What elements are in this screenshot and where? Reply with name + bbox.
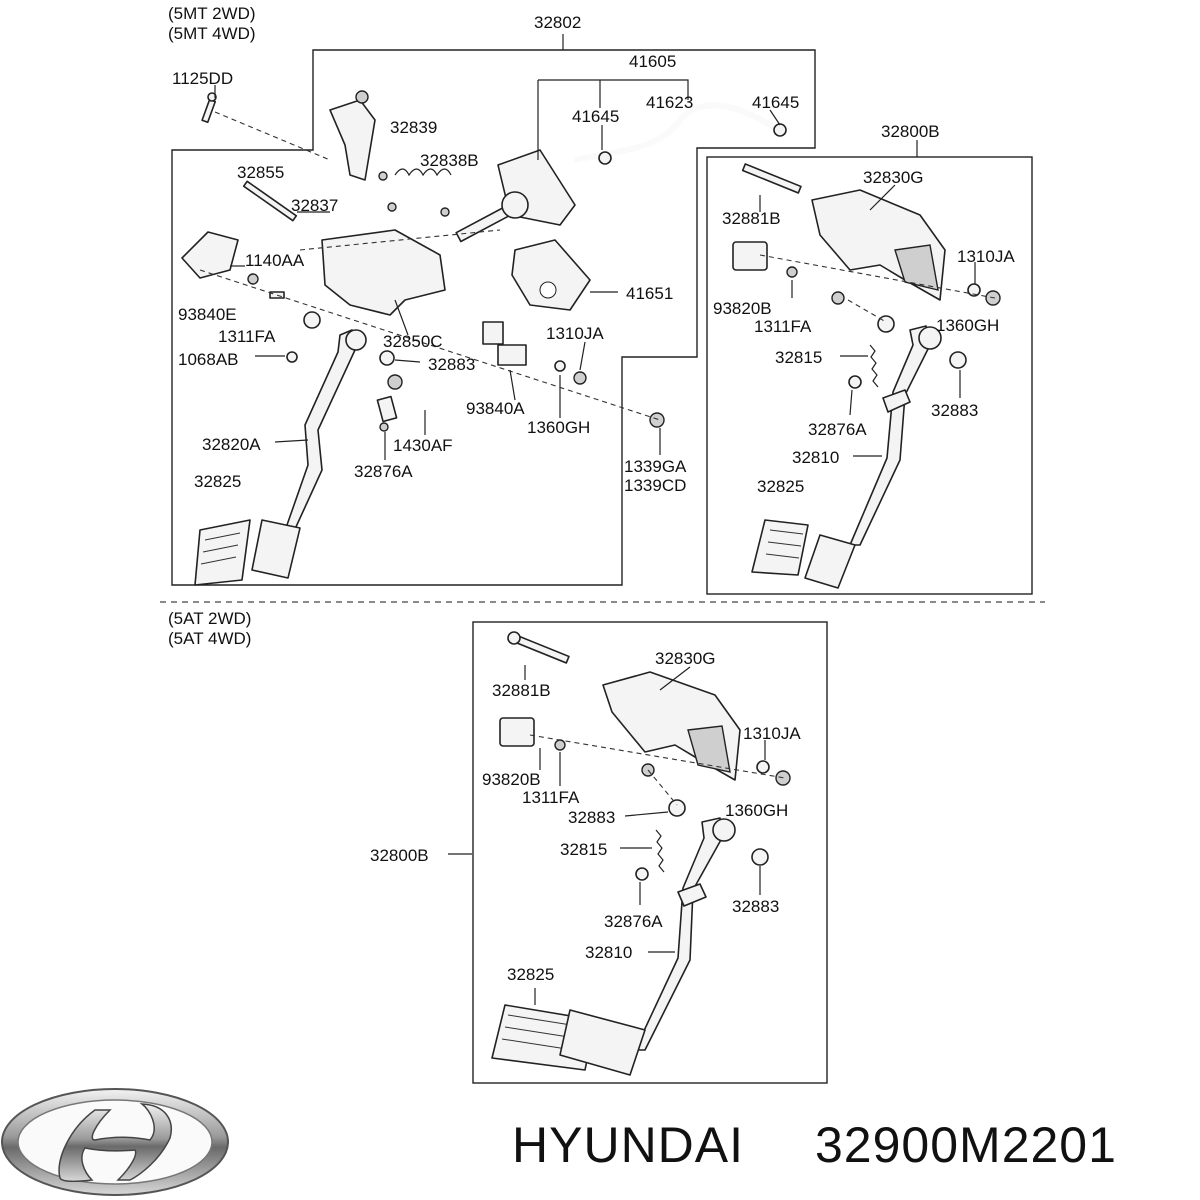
- label-32876A-at: 32876A: [604, 912, 663, 931]
- label-32810-at: 32810: [585, 943, 632, 962]
- label-32881B: 32881B: [722, 209, 781, 228]
- label-41623: 41623: [646, 93, 693, 112]
- label-32800B: 32800B: [881, 122, 940, 141]
- hose-clamp-icon: [773, 123, 787, 137]
- label-1311FA-at: 1311FA: [522, 788, 580, 807]
- label-1310JA-brake: 1310JA: [957, 247, 1015, 266]
- label-32876A-brake: 32876A: [808, 420, 867, 439]
- label-32800B-at: 32800B: [370, 846, 429, 865]
- brand-name: HYUNDAI: [512, 1117, 744, 1173]
- label-32883: 32883: [428, 355, 475, 374]
- mt-clutch-frame: [171, 49, 816, 586]
- at-brake-parts: [448, 631, 791, 1076]
- label-93820B-at: 93820B: [482, 770, 541, 789]
- nut-icon: [355, 90, 369, 104]
- hyundai-logo-icon: [1, 1088, 229, 1196]
- label-32876A: 32876A: [354, 462, 413, 481]
- brake-spring-icon: [655, 829, 665, 873]
- label-1339CD: 1339CD: [624, 476, 686, 495]
- label-32830G: 32830G: [863, 168, 924, 187]
- label-41605: 41605: [629, 52, 676, 71]
- pedal-bracket-icon: [321, 229, 446, 316]
- label-93840E: 93840E: [178, 305, 237, 324]
- label-32815-at: 32815: [560, 840, 607, 859]
- label-1360GH-brake: 1360GH: [936, 316, 999, 335]
- label-93820B: 93820B: [713, 299, 772, 318]
- label-1310JA-at: 1310JA: [743, 724, 801, 743]
- label-32883-at-top: 32883: [568, 808, 615, 827]
- caption-5mt-2wd: (5MT 2WD): [168, 4, 256, 23]
- label-32837: 32837: [291, 196, 338, 215]
- label-1339GA: 1339GA: [624, 457, 687, 476]
- label-32883-at-bottom: 32883: [732, 897, 779, 916]
- label-32825-at: 32825: [507, 965, 554, 984]
- mt-clutch-parts: [181, 34, 787, 586]
- label-32825-brake: 32825: [757, 477, 804, 496]
- brake-spring-icon: [869, 344, 879, 388]
- clutch-pedal-pad-icon: [194, 519, 251, 586]
- label-32820A: 32820A: [202, 435, 261, 454]
- nut-1339-icon: [649, 412, 665, 428]
- captions: (5MT 2WD) (5MT 4WD) (5AT 2WD) (5AT 4WD): [168, 4, 256, 648]
- label-41645-right: 41645: [752, 93, 799, 112]
- hose-clamp-icon: [598, 151, 612, 165]
- at-brake-labels: 32830G 32881B 1310JA 93820B 1311FA 1360G…: [370, 649, 801, 984]
- part-number: 32900M2201: [815, 1117, 1117, 1173]
- label-32802: 32802: [534, 13, 581, 32]
- label-32883-brake: 32883: [931, 401, 978, 420]
- brake-switch-icon: [499, 717, 535, 747]
- brake-pedal-arm-icon: [634, 817, 723, 1051]
- switch-93840A-icon: [482, 321, 504, 345]
- pivot-bolt-icon: [741, 163, 802, 194]
- caption-5at-4wd: (5AT 4WD): [168, 629, 251, 648]
- label-32825: 32825: [194, 472, 241, 491]
- label-1068AB: 1068AB: [178, 350, 239, 369]
- label-32855: 32855: [237, 163, 284, 182]
- label-1430AF: 1430AF: [393, 436, 453, 455]
- label-32850C: 32850C: [383, 332, 443, 351]
- label-32838B: 32838B: [420, 151, 479, 170]
- part-title: HYUNDAI 32900M2201: [512, 1117, 1117, 1173]
- label-93840A: 93840A: [466, 399, 525, 418]
- label-32810: 32810: [792, 448, 839, 467]
- mt-brake-frame: [706, 156, 1033, 595]
- clutch-switch-icon: [181, 231, 239, 279]
- label-1360GH: 1360GH: [527, 418, 590, 437]
- label-1140AA: 1140AA: [245, 251, 305, 270]
- at-brake-frame: [472, 621, 828, 1084]
- caption-5mt-4wd: (5MT 4WD): [168, 24, 256, 43]
- label-1311FA-brake: 1311FA: [754, 317, 812, 336]
- mt-brake-labels: 32800B 32830G 32881B 1310JA 93820B 1311F…: [713, 122, 1015, 496]
- bolt-icon: [201, 92, 217, 124]
- mt-brake-parts: [732, 140, 1001, 589]
- brake-switch-icon: [732, 241, 768, 271]
- caption-5at-2wd: (5AT 2WD): [168, 609, 251, 628]
- label-1125DD: 1125DD: [172, 69, 233, 88]
- label-1310JA: 1310JA: [546, 324, 604, 343]
- brake-pedal-pad-icon: [751, 519, 809, 576]
- label-1311FA: 1311FA: [218, 327, 276, 346]
- label-32839: 32839: [390, 118, 437, 137]
- gasket-icon: [511, 239, 591, 311]
- pedal-pad-cover-icon: [251, 519, 301, 579]
- label-41651: 41651: [626, 284, 673, 303]
- pivot-pin-icon: [242, 180, 298, 222]
- label-32830G-at: 32830G: [655, 649, 716, 668]
- label-41645-left: 41645: [572, 107, 619, 126]
- label-32881B-at: 32881B: [492, 681, 551, 700]
- mt-clutch-labels: 32802 41605 1125DD 41645 41623 41645 328…: [172, 13, 799, 495]
- return-spring-icon: [394, 168, 452, 177]
- label-32815: 32815: [775, 348, 822, 367]
- label-1360GH-at: 1360GH: [725, 801, 788, 820]
